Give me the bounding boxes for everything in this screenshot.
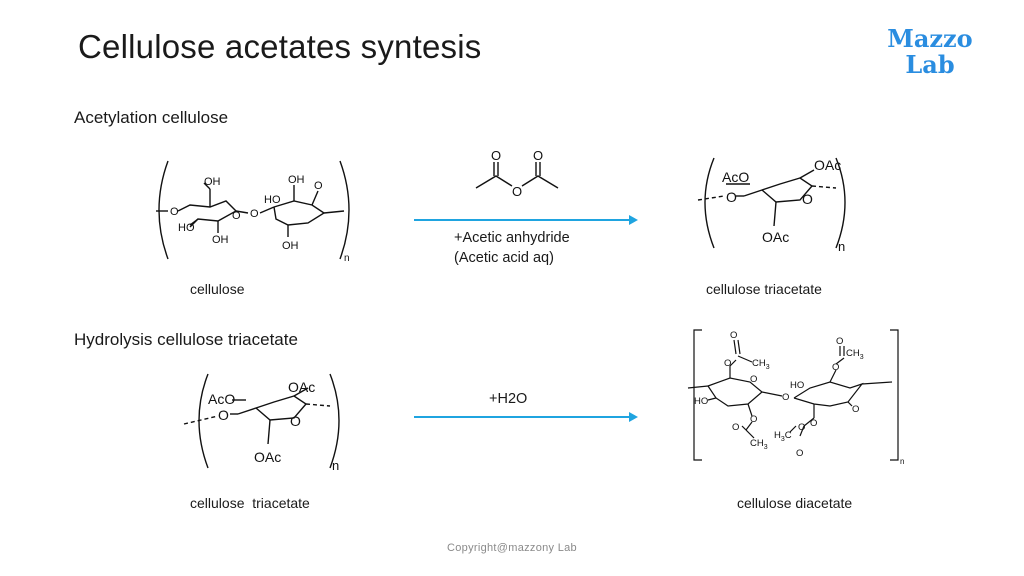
diacetate-ch-2: CH [750,438,764,449]
diacetate-o-ring1: O [750,374,757,385]
anhydride-o-2: O [533,148,543,163]
diacetate-caption: cellulose diacetate [737,495,853,511]
diacetate-o-3: O [750,414,757,425]
hydrolysis-reagent: +H2O [489,391,528,407]
diacetate-sub3-3: 3 [860,354,864,361]
cellulose-oh-4: OH [282,240,299,252]
cellulose-caption: cellulose [190,281,245,297]
triacetate-oac-1: OAc [814,157,841,173]
diacetate-sub3-4: 3 [781,436,785,443]
diacetate-o-5: O [832,362,839,373]
anhydride-o-1: O [491,148,501,163]
reactant-n: n [332,458,339,473]
cellulose-oh-3: OH [288,174,305,186]
diacetate-o-8: O [798,422,805,433]
cellulose-o-left: O [170,206,179,218]
triacetate-reactant-caption: cellulose triacetate [190,495,310,511]
diacetate-o-2: O [724,358,731,369]
slide-title: Cellulose acetates syntesis [78,28,482,65]
triacetate-o-left: O [726,189,737,205]
diacetate-h: H [774,430,781,441]
diacetate-sub3-1: 3 [766,364,770,371]
cellulose-o-ring1: O [232,210,241,222]
diacetate-o-ring2: O [852,404,859,415]
logo-line-2: Lab [905,50,955,79]
arrow-head-icon [629,215,638,225]
diacetate-ch-1: CH [752,358,766,369]
triacetate-n: n [838,239,845,254]
triacetate-o-ring: O [802,191,813,207]
diacetate-o-4: O [732,422,739,433]
anhydride-o-bridge: O [512,184,522,199]
acetylation-reaction-arrow [414,215,638,225]
cellulose-diacetate-structure: O CH3 O O HO O O O CH3 HO O O CH3 O O O … [687,329,904,466]
acetylation-reagent: +Acetic anhydride (Acetic acid aq) [454,228,570,268]
reactant-aco: AcO [208,391,235,407]
diacetate-ch-3: CH [846,348,860,359]
diacetate-c: C [785,430,792,441]
diacetate-ho-2: HO [790,380,804,391]
cellulose-structure: O OH HO OH O O HO OH O OH n [156,160,350,264]
reactant-oac-1: OAc [288,379,315,395]
diacetate-ch3-3: CH3 [846,348,864,361]
acetic-anhydride-structure: O O O [475,148,559,199]
mazzo-lab-logo: Mazzo Lab [880,26,980,78]
reagent-acetic-acid: (Acetic acid aq) [454,250,554,266]
logo-line-1: Mazzo [887,24,973,53]
cellulose-oh-2: OH [212,234,229,246]
cellulose-triacetate-reactant-structure: AcO OAc O O OAc n [183,373,340,473]
diacetate-ho-1: HO [694,396,708,407]
section-acetylation-heading: Acetylation cellulose [74,108,229,127]
diacetate-n: n [900,457,904,466]
section-hydrolysis-heading: Hydrolysis cellulose triacetate [74,330,298,349]
reactant-oac-2: OAc [254,449,281,465]
triacetate-aco: AcO [722,169,749,185]
triacetate-oac-2: OAc [762,229,789,245]
cellulose-triacetate-product-structure: AcO OAc O O OAc n [697,157,846,254]
reactant-o-left: O [218,407,229,423]
hydrolysis-reaction-arrow [414,412,638,422]
cellulose-ho-2: HO [264,194,281,206]
cellulose-o-ring2: O [314,180,323,192]
diacetate-o-9: O [796,448,803,459]
diacetate-h3c: H3C [774,430,792,443]
reactant-o-ring: O [290,413,301,429]
diacetate-ch3-1: CH3 [752,358,770,371]
cellulose-oh-1: OH [204,176,221,188]
cellulose-ho-1: HO [178,222,195,234]
diacetate-ch3-2: CH3 [750,438,768,451]
reagent-acetic-anhydride: +Acetic anhydride [454,230,570,246]
copyright-footer: Copyright@mazzony Lab [447,542,577,554]
diacetate-o-6: O [836,336,843,347]
diacetate-o-7: O [810,418,817,429]
triacetate-caption: cellulose triacetate [706,281,822,297]
cellulose-o-bridge: O [250,208,259,220]
cellulose-n-subscript: n [344,253,350,264]
arrow-head-icon [629,412,638,422]
diacetate-o-1: O [730,330,737,341]
diacetate-o-bridge: O [782,392,789,403]
diacetate-sub3-2: 3 [764,444,768,451]
